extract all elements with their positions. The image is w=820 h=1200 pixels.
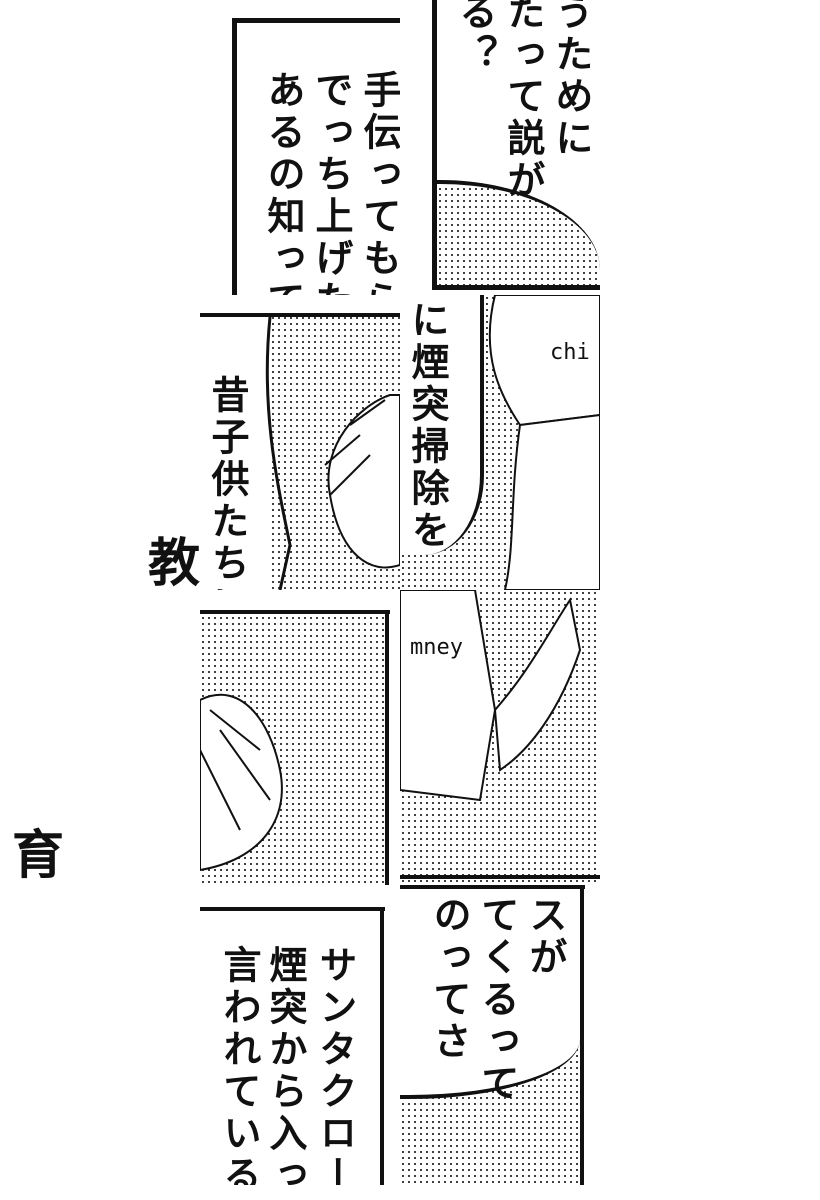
title-fragment: 育 <box>12 826 65 886</box>
dialogue-line: 言われている <box>217 945 262 1185</box>
dialogue-line: る？ <box>453 0 498 76</box>
manga-tile-h: スが てくるって のってさ <box>400 885 600 1185</box>
dialogue-line: でっち上げた <box>309 70 354 295</box>
manga-tile-g: サンタクロー 煙突から入っ 言われている <box>200 885 400 1185</box>
manga-tile-f: mney <box>400 590 600 885</box>
manga-tile-c: 昔子供たちに <box>200 295 400 590</box>
sound-effect-text: mney <box>410 635 463 660</box>
dialogue-line: に煙突掃除を <box>405 300 450 552</box>
dialogue-line: サンタクロー <box>313 945 358 1185</box>
dialogue-line: のってさ <box>427 895 472 1063</box>
character-arm-drawing <box>400 590 582 802</box>
dialogue-line: 手伝ってもら <box>357 70 400 295</box>
dialogue-line: うために <box>549 0 594 160</box>
manga-tile-e <box>200 590 400 885</box>
title-fragment: 教 <box>148 534 201 594</box>
dialogue-line: スが <box>523 895 568 979</box>
boy-face-drawing <box>265 316 400 590</box>
dialogue-line: 昔子供たちに <box>205 375 250 590</box>
dialogue-line: たって説が <box>501 0 546 202</box>
manga-tile-b: うために たって説が る？ <box>400 0 600 295</box>
dialogue-line: てくるって <box>475 895 520 1105</box>
sound-effect-text: chi <box>550 340 590 365</box>
manga-tile-d: chi に煙突掃除を <box>400 295 600 590</box>
character-arm-drawing <box>488 295 600 590</box>
manga-tile-a: 手伝ってもら でっち上げた あるの知って <box>200 0 400 295</box>
dialogue-line: 煙突から入っ <box>263 945 308 1185</box>
dialogue-line: あるの知って <box>261 70 306 295</box>
boy-hair-drawing <box>200 693 283 872</box>
